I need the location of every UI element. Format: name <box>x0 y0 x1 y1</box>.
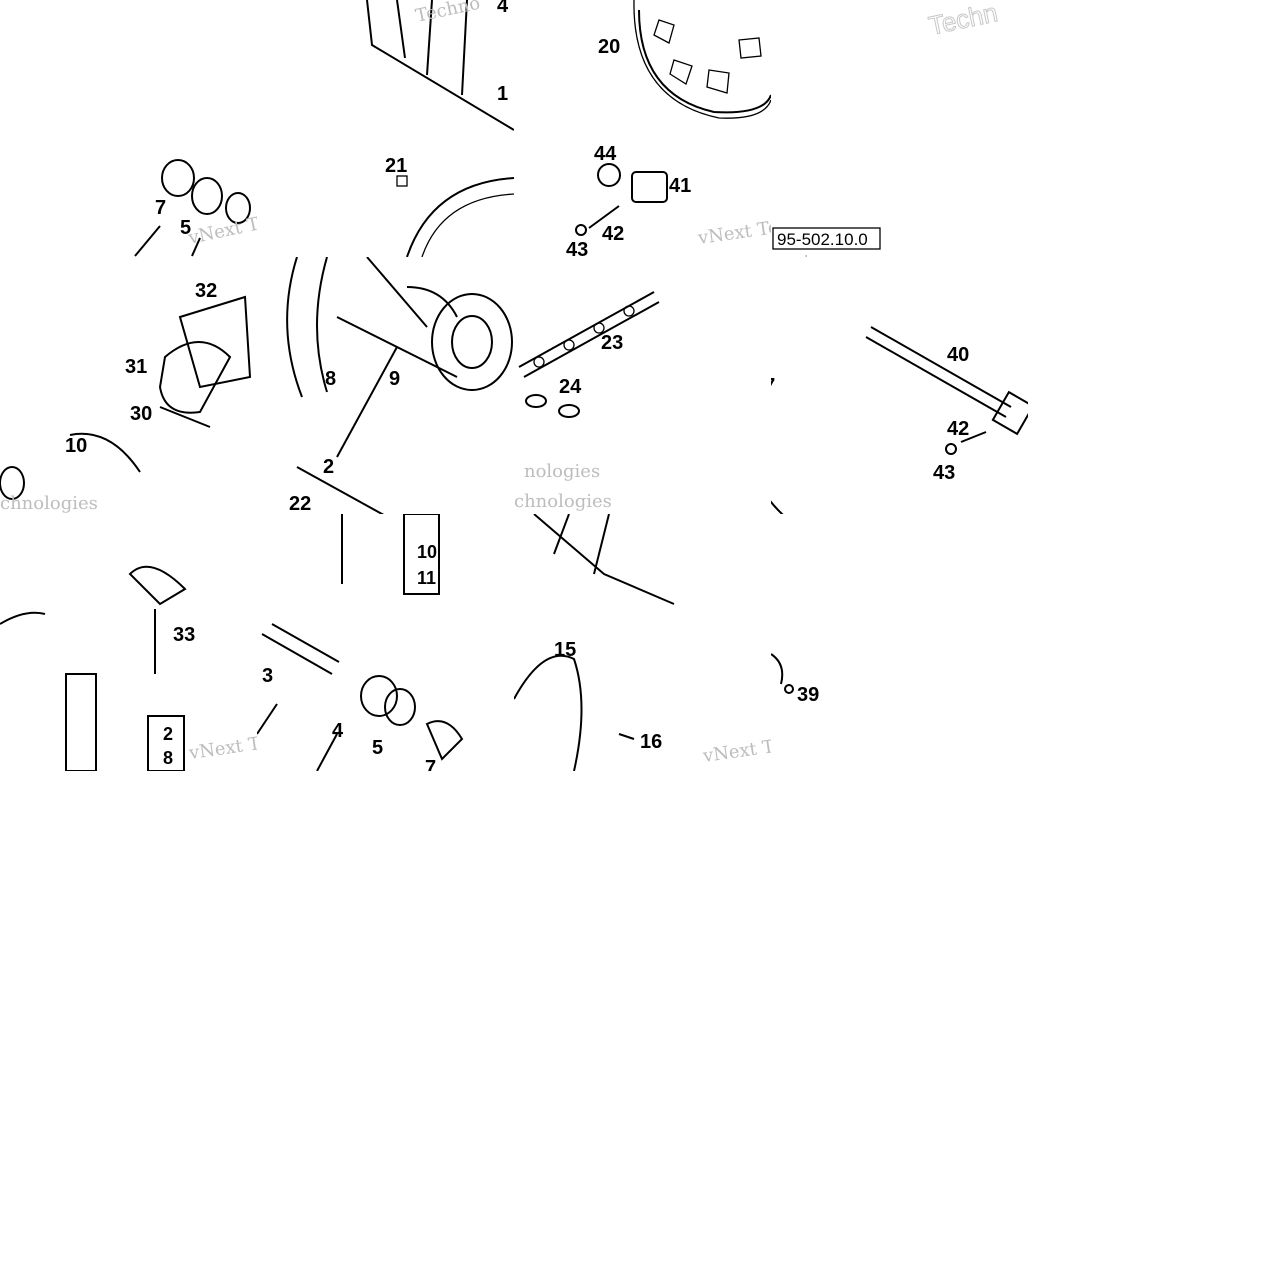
part-label-20: 20 <box>598 36 620 58</box>
part-label-43: 43 <box>566 239 588 257</box>
part-label-42: 42 <box>947 418 969 440</box>
tile-bearing-top-left: 7 5 vNext Te <box>0 128 257 257</box>
watermark-text: chnologies <box>0 493 98 514</box>
box-item: 8 <box>163 748 173 768</box>
part-label-3: 3 <box>262 665 273 687</box>
watermark-text: nologies <box>524 461 600 482</box>
part-label-24: 24 <box>559 376 582 398</box>
tile-chain: 23 24 nologies chnologies <box>514 257 771 514</box>
box-item: 2 <box>163 724 173 744</box>
part-label-1: 1 <box>497 83 508 105</box>
part-label-4: 4 <box>497 0 509 17</box>
part-label-32: 32 <box>195 280 217 302</box>
tile-watermark-top-right: Techn <box>771 0 1028 257</box>
drawing-code: 95-502.10.0 <box>777 230 868 249</box>
part-label-8: 8 <box>325 368 336 390</box>
part-label-10: 10 <box>65 435 87 457</box>
part-label-30: 30 <box>130 403 152 425</box>
watermark-text: vNext Te <box>186 212 257 250</box>
part-label-22: 22 <box>289 493 311 514</box>
part-label-43: 43 <box>933 462 955 484</box>
tile-brake-disc: 15 16 vNext Tec <box>514 514 771 771</box>
box-item: 10 <box>417 542 437 562</box>
part-label-23: 23 <box>601 332 623 354</box>
part-label-39: 39 <box>797 684 819 706</box>
watermark-text: next <box>771 251 811 257</box>
part-label-21: 21 <box>385 155 407 177</box>
watermark-text: Techno <box>414 0 482 27</box>
watermark-text: vNext Tec <box>701 733 771 767</box>
box-item: 11 <box>417 568 436 588</box>
watermark-text: vNext Tec <box>187 730 257 764</box>
tile-valve-tire: 33 2 8 vNext Tec <box>0 514 257 771</box>
tile-drawing-code: 95-502.10.0 next <box>771 210 1028 257</box>
tile-spacer-bearings: 10 11 3 4 5 7 <box>257 514 514 771</box>
part-label-4: 4 <box>332 720 344 742</box>
tile-axle: 40 17 42 43 Techno <box>771 257 1028 514</box>
tile-part-39: 39 <box>771 514 1028 771</box>
watermark-text: vNext Tec <box>696 215 771 249</box>
part-label-16: 16 <box>640 731 662 753</box>
part-label-5: 5 <box>372 737 383 759</box>
part-label-9: 9 <box>389 368 400 390</box>
part-label-41: 41 <box>669 175 691 197</box>
part-label-31: 31 <box>125 356 147 378</box>
tile-sprocket-teeth: 21 <box>257 128 514 257</box>
part-label-40: 40 <box>947 344 969 366</box>
part-label-5: 5 <box>180 217 191 239</box>
part-label-42: 42 <box>602 223 624 245</box>
tile-rim-edge-top: Techno 4 1 <box>257 0 514 257</box>
watermark-text: Techno <box>931 506 1019 514</box>
part-label-44: 44 <box>594 143 617 165</box>
part-label-17: 17 <box>771 375 775 397</box>
tile-hub-spokes: 8 9 2 22 <box>257 257 514 514</box>
part-label-7: 7 <box>155 197 166 219</box>
watermark-text: Techn <box>926 0 1000 41</box>
tile-sprocket-top: 20 <box>514 0 771 257</box>
part-label-2: 2 <box>323 456 334 478</box>
tile-tire-tube: 32 31 30 10 chnologies <box>0 257 257 514</box>
part-label-7: 7 <box>425 757 436 771</box>
part-label-33: 33 <box>173 624 195 646</box>
watermark-text: chnologies <box>514 491 612 512</box>
tile-chain-adjuster: 44 41 42 43 vNext Tec <box>514 128 771 257</box>
part-label-15: 15 <box>554 639 576 661</box>
